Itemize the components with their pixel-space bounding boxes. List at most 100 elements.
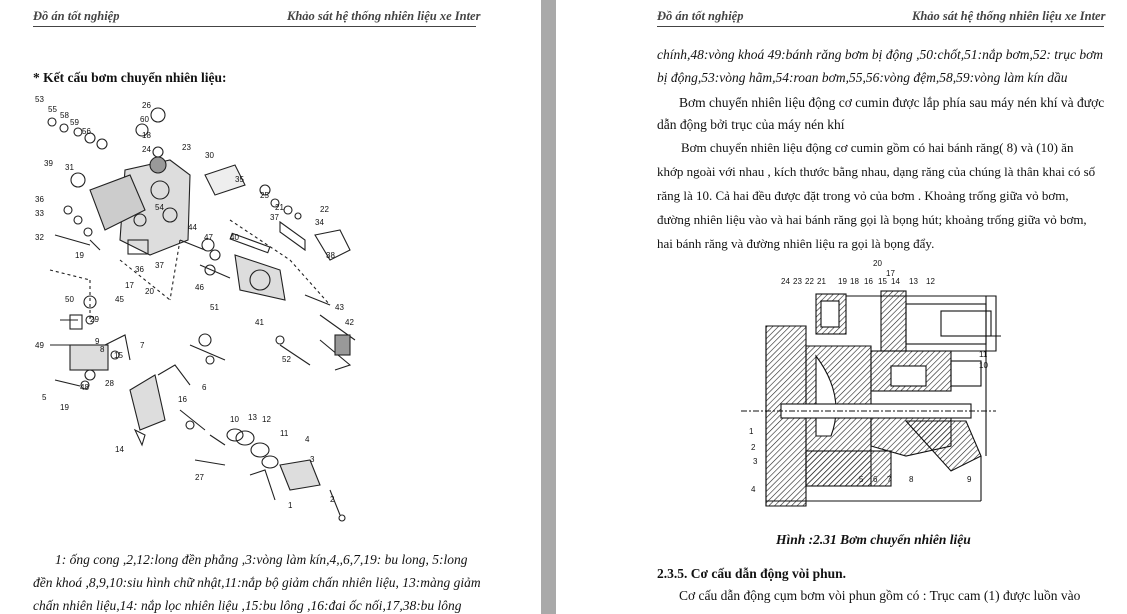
part-number-label: 60 — [140, 115, 149, 124]
part-number-label: 8 — [100, 345, 105, 354]
part-number-label: 51 — [210, 303, 219, 312]
paragraph-line: dẫn động bởi trục của máy nén khí — [657, 117, 845, 132]
part-number-label: 14 — [115, 445, 124, 454]
part-number-label: 9 — [967, 475, 972, 484]
part-number-label: 17 — [886, 269, 895, 278]
part-number-label: 15 — [878, 277, 887, 286]
part-number-label: 37 — [155, 261, 164, 270]
part-number-label: 43 — [335, 303, 344, 312]
part-number-label: 50 — [65, 295, 74, 304]
left-header-subtitle: Khảo sát hệ thống nhiên liệu xe Inter — [287, 9, 481, 23]
part-number-label: 25 — [260, 191, 269, 200]
part-number-label: 44 — [188, 223, 197, 232]
part-number-label: 45 — [115, 295, 124, 304]
part-number-label: 19 — [75, 251, 84, 260]
part-number-label: 4 — [751, 485, 756, 494]
part-number-label: 11 — [280, 429, 289, 438]
part-number-label: 10 — [230, 415, 239, 424]
part-number-label: 2 — [330, 495, 335, 504]
part-number-label: 42 — [345, 318, 354, 327]
part-number-label: 4 — [305, 435, 310, 444]
figure-caption: Hình :2.31 Bơm chuyển nhiên liệu — [776, 532, 971, 547]
caption-line: đền khoá ,8,9,10:siu hình chữ nhật,11:nắ… — [33, 575, 481, 590]
part-number-label: 1 — [749, 427, 754, 436]
part-number-label: 36 — [35, 195, 44, 204]
caption-line: 1: ống cong ,2,12:long đền phẳng ,3:vòng… — [55, 552, 468, 567]
part-number-label: 22 — [805, 277, 814, 286]
part-number-label: 52 — [282, 355, 291, 364]
part-number-label: 28 — [105, 379, 114, 388]
part-number-label: 16 — [864, 277, 873, 286]
paragraph-line: răng là 10. Cả hai đều được đặt trong vỏ… — [657, 188, 1069, 203]
part-number-label: 22 — [320, 205, 329, 214]
part-number-label: 16 — [178, 395, 187, 404]
part-number-label: 6 — [873, 475, 878, 484]
part-number-label: 21 — [275, 203, 284, 212]
right-header-subtitle: Khảo sát hệ thống nhiên liệu xe Inter — [912, 9, 1106, 23]
part-number-label: 7 — [887, 475, 892, 484]
part-number-label: 40 — [230, 233, 239, 242]
part-number-label: 5 — [859, 475, 864, 484]
part-number-label: 5 — [42, 393, 47, 402]
part-number-label: 20 — [145, 287, 154, 296]
paragraph-line: Bơm chuyển nhiên liệu động cơ cumin gồm … — [681, 140, 1074, 155]
part-number-label: 19 — [838, 277, 847, 286]
part-number-label: 19 — [60, 403, 69, 412]
part-number-label: 53 — [35, 95, 44, 104]
paragraph-line: hai bánh răng và đường nhiên liệu ra gọi… — [657, 236, 935, 251]
subsection-heading: 2.3.5. Cơ cấu dẫn động vòi phun. — [657, 566, 847, 581]
part-number-label: 21 — [817, 277, 826, 286]
paragraph-line: khớp ngoài với nhau , kích thước bằng nh… — [657, 164, 1096, 179]
part-number-label: 49 — [35, 341, 44, 350]
part-number-label: 54 — [155, 203, 164, 212]
left-header-rule — [33, 26, 476, 27]
part-number-label: 15 — [114, 351, 123, 360]
part-number-label: 33 — [35, 209, 44, 218]
part-number-label: 2 — [751, 443, 756, 452]
part-number-label: 10 — [979, 361, 988, 370]
caption-line: chấn nhiên liệu,14: nắp lọc nhiên liệu ,… — [33, 598, 462, 613]
part-number-label: 23 — [182, 143, 191, 152]
part-number-label: 31 — [65, 163, 74, 172]
page-gutter — [541, 0, 556, 614]
part-number-label: 6 — [202, 383, 207, 392]
part-number-label: 26 — [142, 101, 151, 110]
paragraph-line: Bơm chuyển nhiên liệu động cơ cumin được… — [679, 95, 1105, 110]
part-number-label: 17 — [125, 281, 134, 290]
part-number-label: 59 — [70, 118, 79, 127]
part-number-label: 38 — [326, 251, 335, 260]
part-number-label: 3 — [310, 455, 315, 464]
part-number-label: 35 — [235, 175, 244, 184]
part-number-label: 12 — [262, 415, 271, 424]
part-number-label: 37 — [270, 213, 279, 222]
part-number-label: 27 — [195, 473, 204, 482]
part-number-label: 7 — [140, 341, 145, 350]
part-number-label: 13 — [248, 413, 257, 422]
part-number-label: 13 — [909, 277, 918, 286]
part-number-label: 34 — [315, 218, 324, 227]
part-number-label: 9 — [95, 337, 100, 346]
parts-line: chính,48:vòng khoá 49:bánh răng bơm bị đ… — [657, 47, 1104, 62]
part-number-label: 56 — [82, 127, 91, 136]
part-number-label: 47 — [204, 233, 213, 242]
part-number-label: 12 — [926, 277, 935, 286]
part-number-label: 48 — [80, 383, 89, 392]
part-number-label: 23 — [793, 277, 802, 286]
part-number-label: 3 — [753, 457, 758, 466]
part-number-label: 1 — [288, 501, 293, 510]
paragraph-line: đường nhiên liệu vào và hai bánh răng gọ… — [657, 212, 1087, 227]
right-document-page: Đồ án tốt nghiệp Khảo sát hệ thống nhiên… — [556, 0, 1127, 614]
part-number-label: 55 — [48, 105, 57, 114]
parts-line: bị động,53:vòng hãm,54:roan bơm,55,56:vò… — [657, 70, 1068, 85]
part-number-label: 18 — [142, 131, 151, 140]
part-number-label: 58 — [60, 111, 69, 120]
left-header-title: Đồ án tốt nghiệp — [33, 9, 120, 23]
left-document-page: Đồ án tốt nghiệp Khảo sát hệ thống nhiên… — [0, 0, 541, 614]
part-number-label: 36 — [135, 265, 144, 274]
part-number-label: 11 — [979, 350, 988, 359]
last-paragraph-line: Cơ cấu dẫn động cụm bơm vòi phun gồm có … — [679, 588, 1081, 603]
part-number-label: 24 — [142, 145, 151, 154]
right-header-rule — [657, 26, 1104, 27]
part-number-label: 8 — [909, 475, 914, 484]
